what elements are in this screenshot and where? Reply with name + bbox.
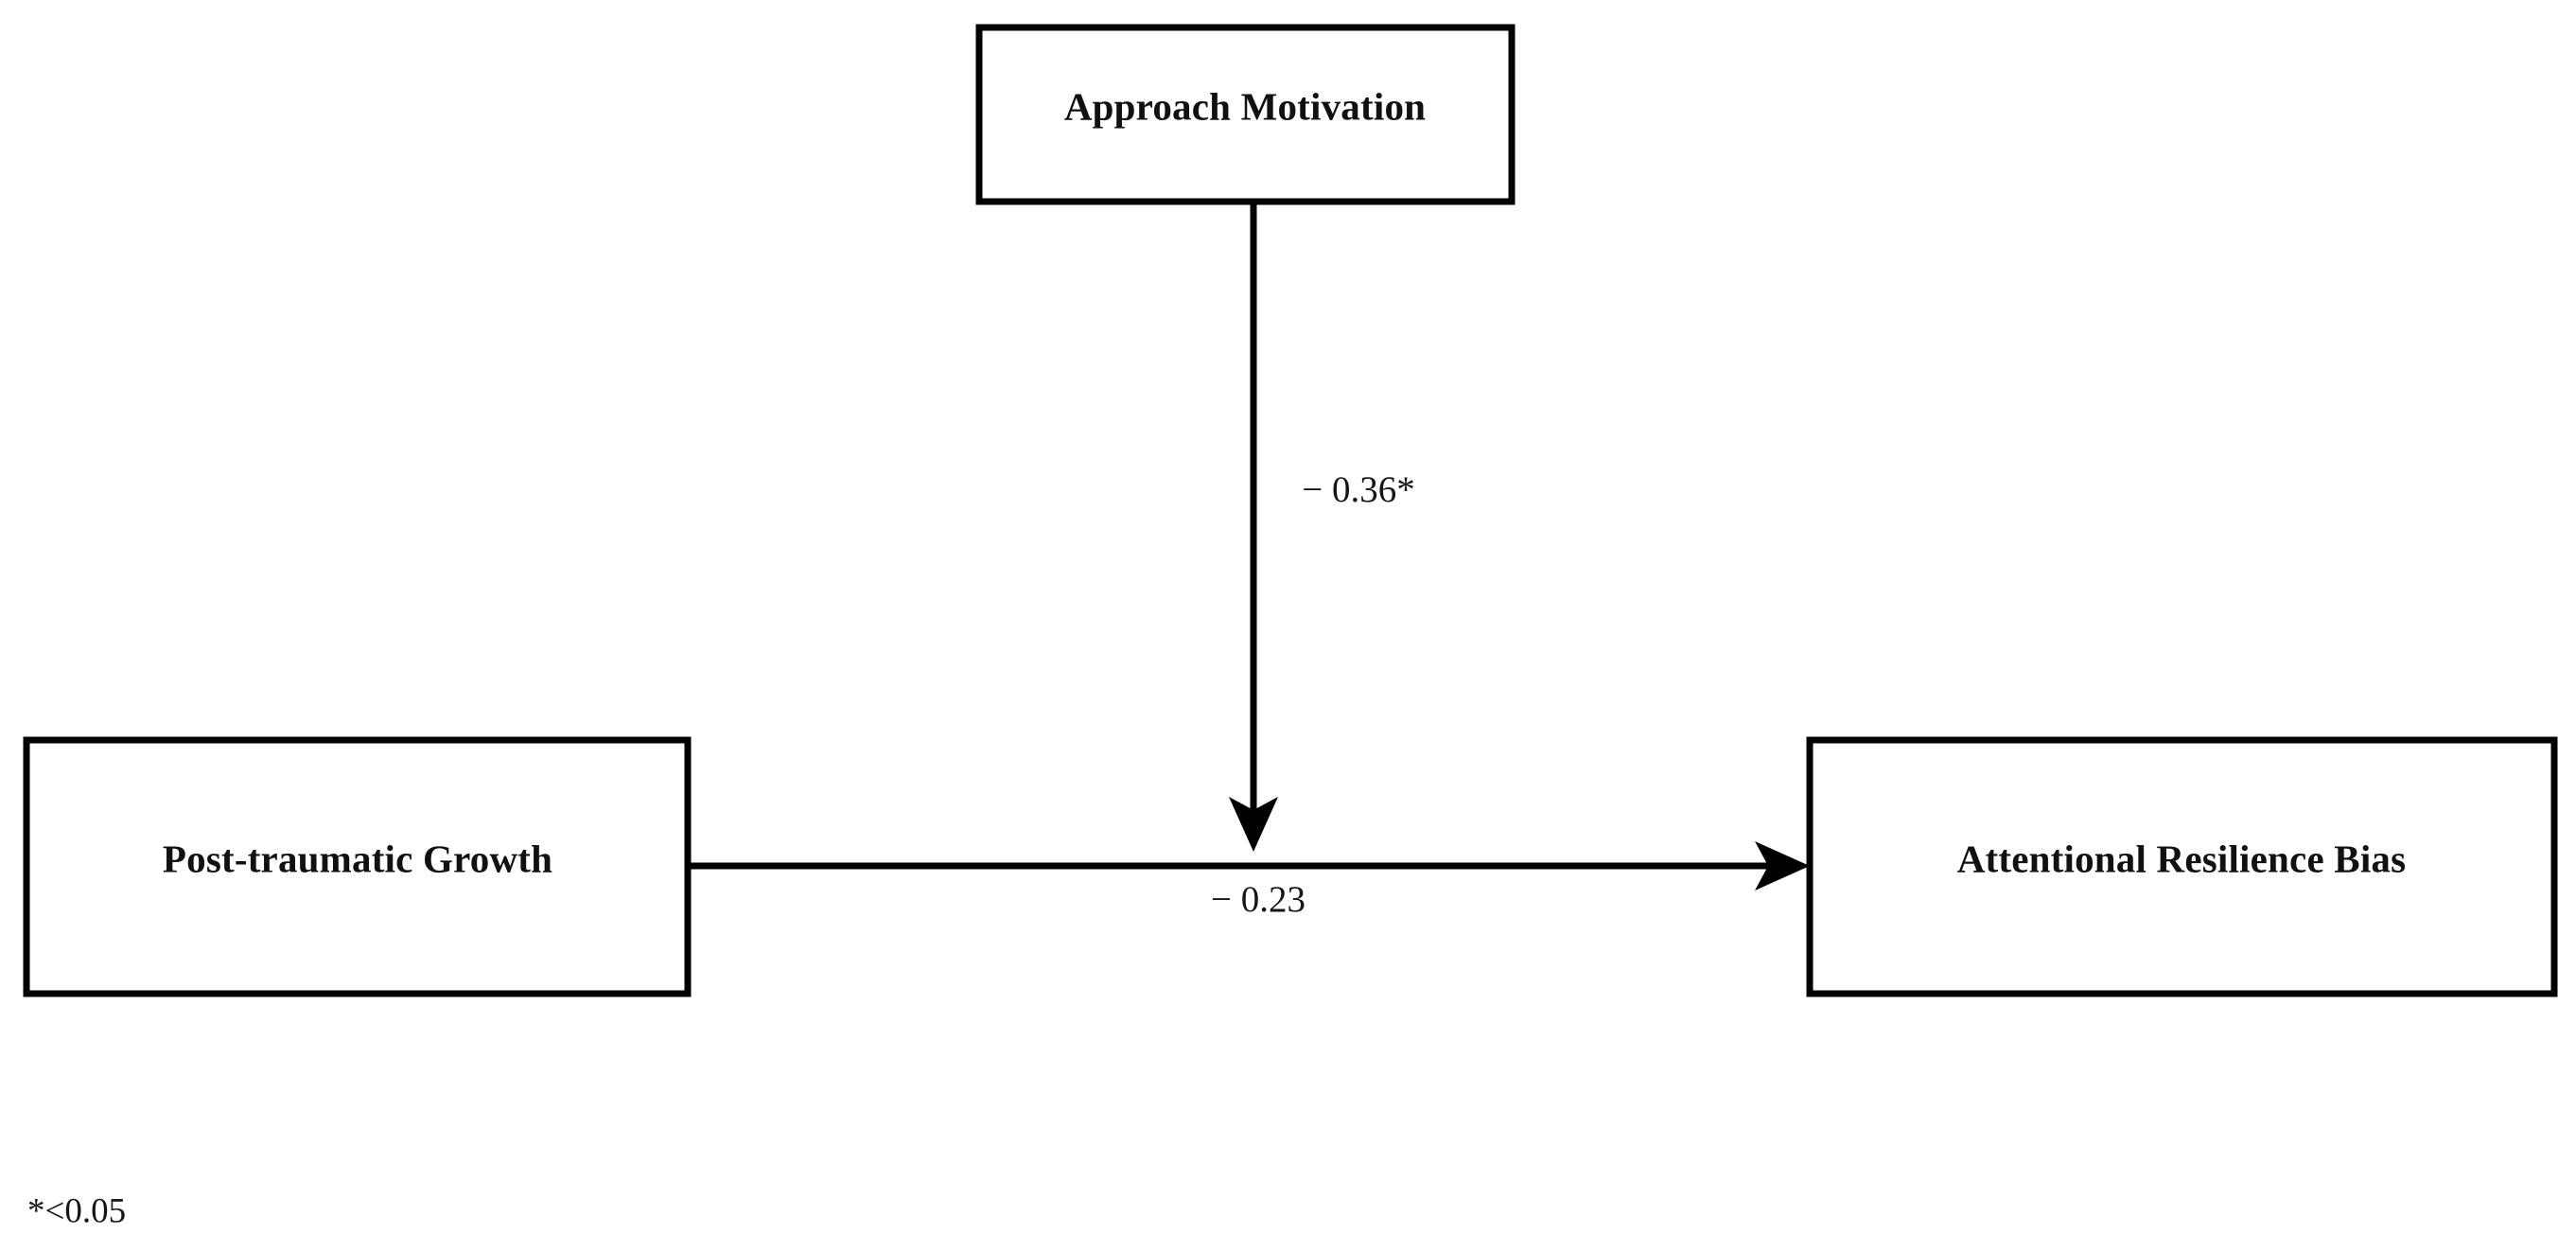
post-traumatic-growth-label: Post-traumatic Growth — [163, 837, 552, 880]
attentional-resilience-bias-label: Attentional Resilience Bias — [1957, 837, 2407, 880]
mediator-path-coefficient: − 0.36* — [1302, 469, 1415, 510]
approach-motivation-label: Approach Motivation — [1064, 84, 1426, 128]
mediator-path-arrowhead — [1229, 797, 1278, 852]
direct-path-arrowhead — [1755, 841, 1810, 891]
attentional-resilience-bias-box[interactable] — [1806, 736, 2558, 997]
post-traumatic-growth-box[interactable] — [23, 736, 692, 997]
significance-footnote: *<0.05 — [27, 1191, 126, 1230]
approach-motivation-box[interactable] — [975, 24, 1516, 205]
direct-path-coefficient: − 0.23 — [1211, 879, 1306, 920]
